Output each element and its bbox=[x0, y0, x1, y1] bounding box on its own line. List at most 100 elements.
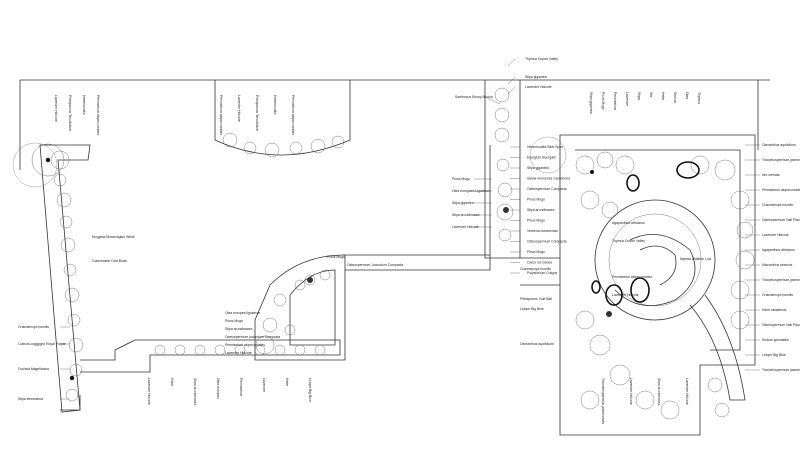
plant-label: Pennisetum bbox=[239, 378, 243, 396]
plant-label: Thymus bbox=[697, 92, 701, 104]
plant-label: Liriope Big Blue bbox=[308, 378, 312, 402]
plant-label: Lavender Hidcote bbox=[629, 378, 633, 405]
plant-label: Pinus Mugo bbox=[527, 219, 545, 223]
plant-label: Stipa arundinacea bbox=[225, 327, 252, 331]
plant-label: Hebe bbox=[285, 378, 289, 386]
plant-label: Lavender Hidcote bbox=[525, 85, 552, 89]
plant-label: Pennisetum alopecuroides bbox=[225, 343, 265, 347]
plant-label: Hemerocallis bbox=[82, 95, 86, 115]
plant-label: Olea europaea Ligustrum bbox=[452, 189, 490, 193]
plant-label: Trachelospermum jasminoides bbox=[762, 158, 800, 162]
leader-line bbox=[507, 86, 516, 95]
plant-label: Thymus Doone Valley bbox=[612, 239, 645, 243]
plant-label: Eryngium Bourgatii bbox=[527, 156, 556, 160]
plant-label: Carex Ice Dance bbox=[527, 261, 552, 265]
leader-line bbox=[507, 58, 516, 67]
top-center-planter bbox=[214, 80, 351, 156]
plant-label: Stipa arundinacea bbox=[657, 378, 661, 405]
plant-label: Lavender Hidcote bbox=[225, 351, 252, 355]
plant-label: Pinus Mugo bbox=[225, 319, 243, 323]
plant-label: Lavender bbox=[262, 378, 266, 393]
plant-label: Hebe rakaiensis bbox=[762, 308, 787, 312]
plant-label: Hemerocallis bbox=[273, 95, 277, 115]
plant-label: Stipa gigantea bbox=[452, 201, 474, 205]
vertical-path-planter bbox=[484, 80, 521, 259]
plant-label: Verbena bonariensis bbox=[527, 229, 558, 233]
plant-label: Stipa arundinacea bbox=[193, 378, 197, 405]
plant-label: Chamaerops humilis bbox=[18, 325, 49, 329]
plant-label: Olea bbox=[685, 92, 689, 99]
plant-label: Hebe bbox=[661, 92, 665, 100]
plant-label: Pinus Mugo bbox=[527, 250, 545, 254]
plant-label: Pennisetum alopecuroides bbox=[291, 95, 295, 135]
plant-label: Agapanthus africanus bbox=[762, 248, 795, 252]
plant-label: Lavender Hidcote bbox=[54, 95, 58, 122]
plant-label: Liriope Big Blue bbox=[520, 307, 544, 311]
plant-label: Cotinus coggygria Royal Purple bbox=[18, 342, 66, 346]
plant-label: Osteospermum Compacta bbox=[527, 187, 567, 191]
plant-label: Pennisetum alopecuroides bbox=[219, 95, 223, 135]
plant-label: Sedum bbox=[673, 92, 677, 103]
plant-label: Fuchsia Magellanica bbox=[18, 367, 49, 371]
plant-label: Pennisetum alopecuroides bbox=[612, 275, 652, 279]
plant-label: Chamaerops humilis bbox=[762, 293, 793, 297]
plant-label: Morgana Brownington White bbox=[92, 235, 135, 239]
plant-label: Chamaerops humilis bbox=[762, 203, 793, 207]
plant-label: Osteospermum jucundum Compacta bbox=[225, 335, 280, 339]
center-planter bbox=[254, 254, 491, 361]
plant-label: Nepeta Walkers Low bbox=[680, 257, 712, 261]
focal-stones bbox=[45, 157, 700, 381]
plant-label: Stipa gigantea bbox=[525, 75, 547, 79]
plant-label: Stipa tenuissima bbox=[18, 397, 43, 401]
plant-label: Pittosporum Tenuifolium bbox=[255, 95, 259, 131]
plant-label: Stipa arundinacea bbox=[452, 213, 479, 217]
plant-label: Osteospermum Jucundum Compacta bbox=[347, 263, 403, 267]
plant-label: Osmanthus aquifolium bbox=[762, 143, 796, 147]
left-l-bed bbox=[39, 144, 341, 413]
plant-label: Pittosporum Golf Ball bbox=[520, 297, 552, 301]
plant-label: Sedum spectabile bbox=[762, 338, 789, 342]
plant-label: Hemerocallis Blue Spire bbox=[527, 145, 563, 149]
plant-label: Olea europea ligustrum bbox=[225, 311, 260, 315]
plant-label: Lavender Hidcote bbox=[612, 293, 639, 297]
plant-label: Lavender Hidcote bbox=[147, 378, 151, 405]
plant-label: Lavender Hidcote bbox=[452, 225, 479, 229]
plant-label: Pinus Mugo bbox=[327, 255, 345, 259]
plant-label: Stipa arundinacea bbox=[527, 208, 554, 212]
plant-label: Osteospermum Nail Plantable bbox=[762, 218, 800, 222]
plant-label: Stipa gigantea bbox=[527, 166, 549, 170]
plant-label: Lavender bbox=[625, 92, 629, 107]
plant-label: Sambucus Ebony Bicolor bbox=[455, 95, 494, 99]
plant-label: Thymus Doone Valley bbox=[525, 57, 558, 61]
plant-label: Agapanthus africanus bbox=[612, 221, 645, 225]
plant-label: Pinus Mugo bbox=[527, 198, 545, 202]
plant-label: Trachelospermum jasminoides bbox=[762, 368, 800, 372]
plant-label: Olea europea bbox=[216, 378, 220, 399]
plant-label: Pennisetum bbox=[613, 92, 617, 110]
plant-label: Osteospermum Nail Plantable bbox=[762, 323, 800, 327]
plant-label: Salvia nemorosa Caradonna bbox=[527, 177, 570, 181]
plant-symbols bbox=[12, 87, 755, 420]
leader-line bbox=[507, 76, 516, 85]
plant-label: Chamaerops humilis bbox=[520, 267, 551, 271]
plant-label: Osteospermum Compacta bbox=[527, 240, 567, 244]
plant-label: Trachelospermum jasminoides bbox=[601, 378, 605, 424]
plant-label: Pennisetum alopecuroides bbox=[762, 188, 800, 192]
plant-label: Osmanthus aquifolium bbox=[520, 342, 554, 346]
plant-label: Trachelospermum jasminoides bbox=[762, 278, 800, 282]
plant-label: Lavender Hidcote bbox=[762, 233, 789, 237]
plant-label: Ilex crenata bbox=[762, 173, 780, 177]
plant-label: Pinus Mugo bbox=[452, 177, 470, 181]
right-garden bbox=[520, 134, 756, 436]
plant-label: Polystichum Cragos bbox=[527, 271, 557, 275]
leader-line bbox=[484, 96, 501, 105]
plant-label: Miscanthus sinensis bbox=[762, 263, 793, 267]
plant-label: Cotoneaster Dart Blush bbox=[92, 259, 127, 263]
plant-label: Stipa gigantea bbox=[589, 92, 593, 114]
plant-label: Lavender Hidcote bbox=[237, 95, 241, 122]
plant-label: Pittosporum Tenuifolium bbox=[68, 95, 72, 131]
plant-label: Lavender Hidcote bbox=[685, 378, 689, 405]
plant-label: Hebe bbox=[170, 378, 174, 386]
